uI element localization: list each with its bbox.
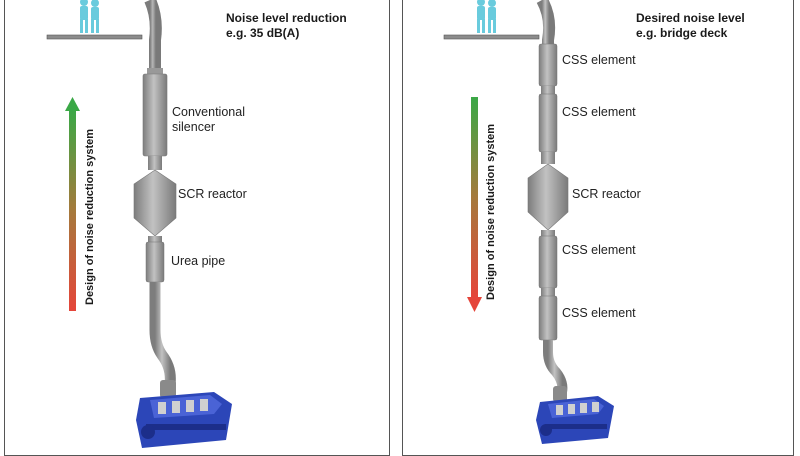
bridge-deck: [443, 34, 540, 40]
label-scr-left: SCR reactor: [178, 187, 247, 201]
right-title-line2: e.g. bridge deck: [636, 26, 728, 40]
people-icon: [477, 0, 496, 33]
label-css-element-2: CSS element: [562, 105, 636, 119]
css-element-3: [538, 235, 558, 289]
css-element-4: [538, 295, 558, 341]
pipe-segment: [541, 152, 555, 164]
arrow-down-gradient: [467, 97, 482, 312]
scr-reactor-left: [133, 169, 177, 237]
engine-icon: [536, 386, 614, 444]
label-silencer: silencer: [172, 120, 216, 134]
urea-pipe: [145, 236, 165, 283]
css-element-2: [538, 93, 558, 153]
pipe-segment: [541, 288, 555, 296]
label-scr-right: SCR reactor: [572, 187, 641, 201]
pipe-segment: [541, 86, 555, 94]
lower-pipe: [543, 340, 568, 393]
right-title-line1: Desired noise level: [636, 11, 745, 25]
bridge-deck: [46, 34, 143, 40]
engine-icon: [136, 380, 232, 448]
left-title-line2: e.g. 35 dB(A): [226, 26, 300, 40]
pipe-segment: [541, 230, 555, 236]
conventional-silencer: [142, 73, 168, 157]
scr-reactor-right: [527, 163, 569, 231]
left-axis-label: Design of noise reduction system: [84, 128, 96, 305]
label-css-element-4: CSS element: [562, 306, 636, 320]
label-css-element-3: CSS element: [562, 243, 636, 257]
lower-pipe: [149, 282, 176, 385]
left-title-line1: Noise level reduction: [226, 11, 347, 25]
exhaust-pipe: [536, 0, 556, 44]
pipe-flange: [147, 68, 163, 74]
exhaust-pipe: [144, 0, 162, 70]
left-panel: [4, 0, 390, 456]
right-panel: [402, 0, 794, 456]
right-axis-label: Design of noise reduction system: [485, 123, 497, 300]
label-urea-pipe: Urea pipe: [171, 254, 226, 268]
arrow-up-gradient: [65, 97, 80, 311]
pipe-segment: [148, 156, 162, 170]
label-conventional: Conventional: [172, 105, 245, 119]
people-icon: [80, 0, 99, 33]
label-css-element-1: CSS element: [562, 53, 636, 67]
css-element-1: [538, 43, 558, 87]
